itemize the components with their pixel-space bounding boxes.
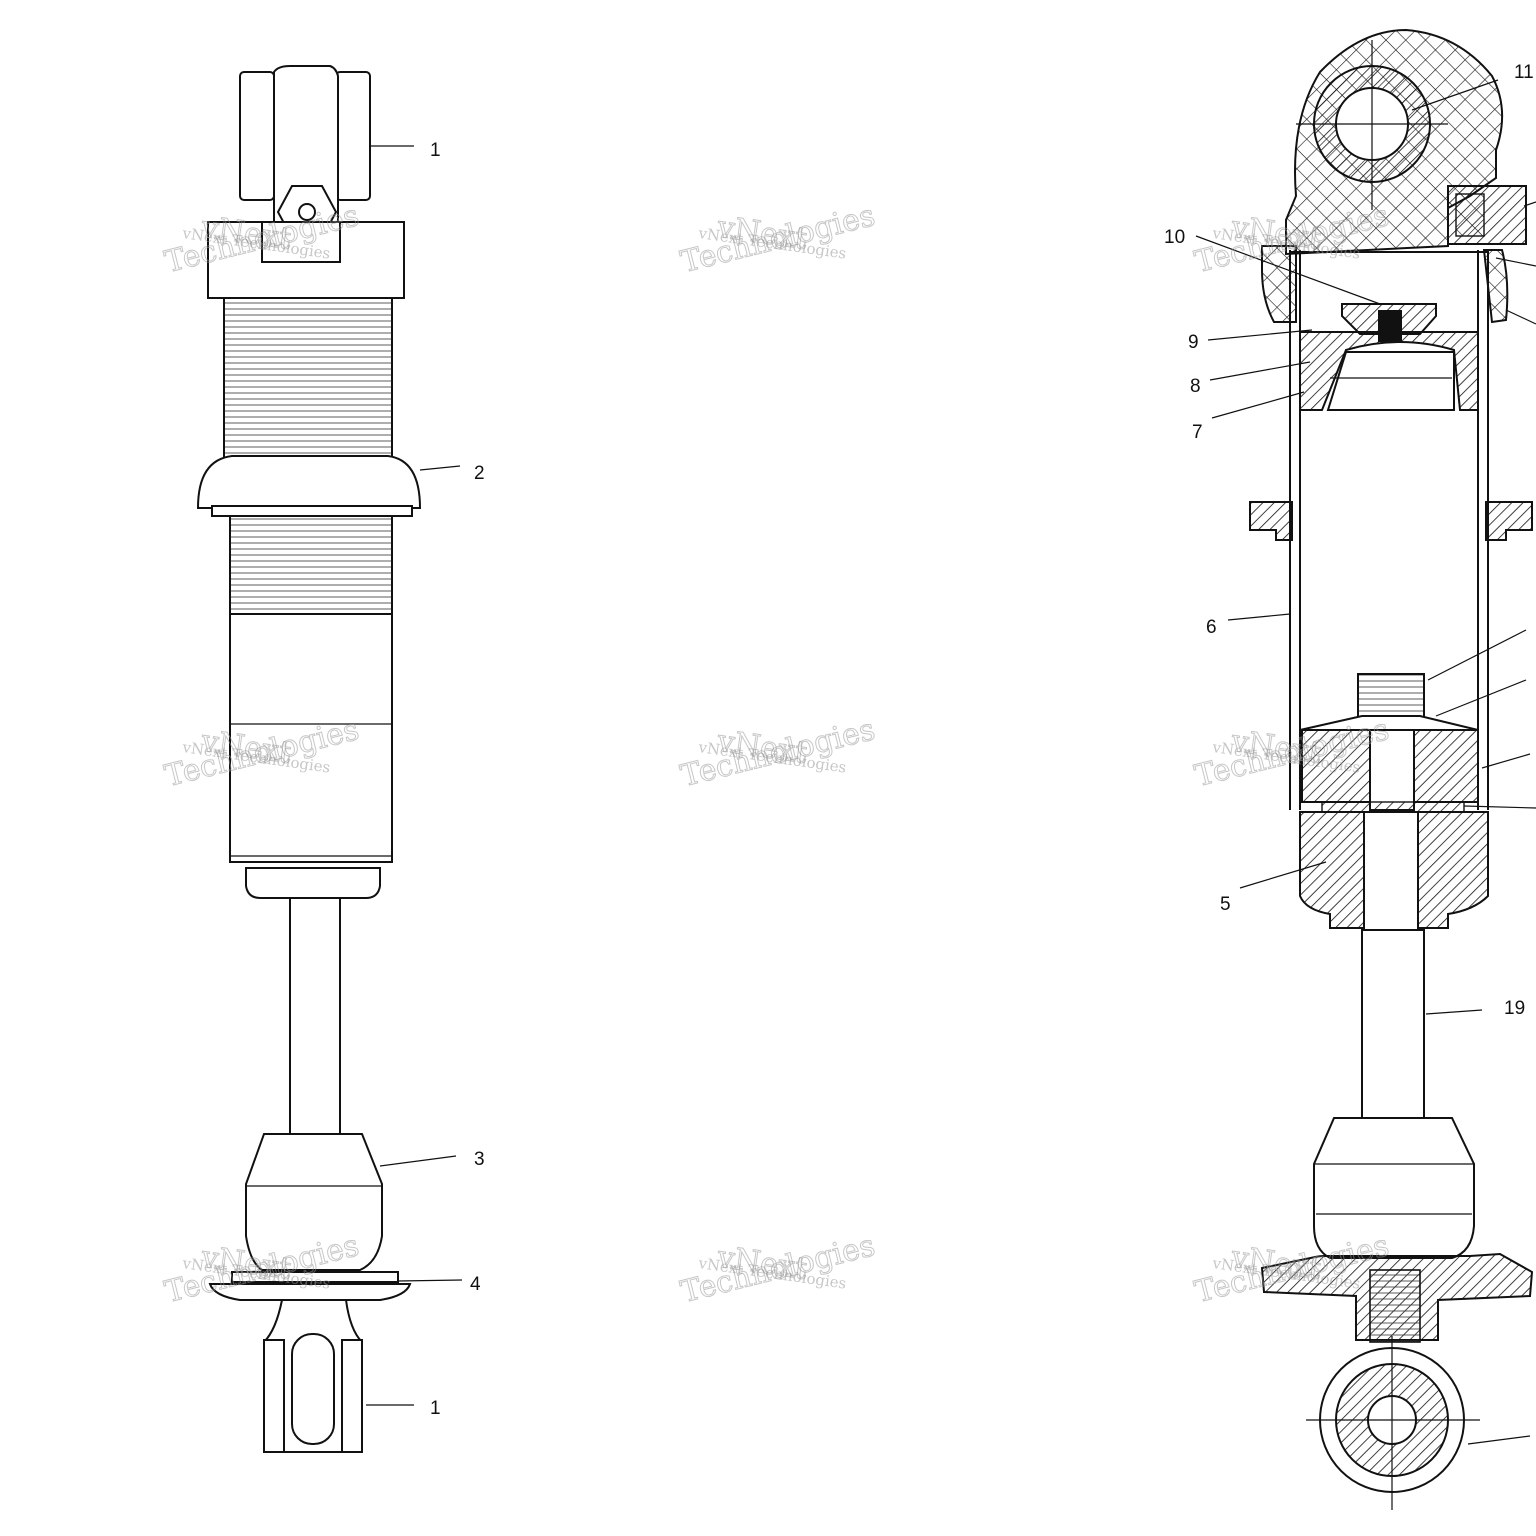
top-body-collar: [261, 221, 341, 263]
callout-3: 3: [474, 1149, 485, 1170]
piston-shaft-bore: [1369, 729, 1415, 811]
callout-6: 6: [1206, 617, 1217, 638]
callout-5: 5: [1220, 894, 1231, 915]
spring-adjuster-ring: [196, 455, 422, 509]
watermark-grid: vNext vNext Technologies Technologies vN…: [161, 198, 1393, 1311]
section-piston-shaft: [1361, 929, 1425, 1121]
callout-8: 8: [1190, 376, 1201, 397]
piston-nut: [1357, 673, 1425, 721]
bottom-clevis-slot: [291, 1333, 335, 1445]
valve-core: [1378, 310, 1402, 342]
floating-piston: [1299, 331, 1479, 411]
callout-1-top: 1: [430, 140, 441, 161]
end-thread: [1369, 1269, 1421, 1343]
shock-exterior-view: [196, 65, 463, 1453]
piston-shaft: [289, 897, 341, 1135]
bottom-bumper: [245, 1133, 383, 1271]
top-clevis-left-ear: [239, 71, 275, 201]
watermark-5: vNext vNext Technologies Technologies: [677, 712, 879, 795]
top-clevis-body: [273, 65, 339, 225]
seal-head-bore: [1363, 811, 1419, 931]
section-bumper: [1313, 1117, 1475, 1259]
upper-threaded-body: [223, 297, 393, 459]
svg-text:Technologies: Technologies: [677, 1228, 878, 1310]
top-bolt-center: [298, 203, 316, 221]
right-collar: [1485, 501, 1533, 541]
callout-10: 10: [1164, 227, 1185, 248]
svg-text:Technologies: Technologies: [677, 712, 878, 794]
main-body: [229, 613, 393, 863]
spring-adjuster-lip: [211, 505, 413, 517]
top-cap-left: [1261, 245, 1297, 323]
watermark-2: vNext vNext Technologies Technologies: [677, 198, 879, 281]
callout-19: 19: [1504, 998, 1525, 1019]
bottom-plate-base: [208, 1283, 412, 1301]
callout-11: 11: [1514, 62, 1534, 83]
watermark-8: vNext vNext Technologies Technologies: [677, 1228, 879, 1311]
bottom-clevis-right-ear: [341, 1339, 363, 1453]
callout-2: 2: [474, 463, 485, 484]
shim-stack-bottom: [1321, 801, 1465, 813]
callout-7: 7: [1192, 422, 1203, 443]
bottom-clevis-left-ear: [263, 1339, 285, 1453]
lower-threaded-body: [229, 515, 393, 617]
callout-4: 4: [470, 1274, 481, 1295]
top-cap-right: [1482, 249, 1509, 324]
top-clevis-right-ear: [335, 71, 371, 201]
shock-cross-section-view: [1195, 28, 1536, 1510]
svg-text:Technologies: Technologies: [677, 198, 878, 280]
bottom-spring-plate: [231, 1271, 399, 1283]
left-collar: [1249, 501, 1293, 541]
callout-1-bottom: 1: [430, 1398, 441, 1419]
callout-9: 9: [1188, 332, 1199, 353]
body-end-cap: [245, 867, 381, 899]
